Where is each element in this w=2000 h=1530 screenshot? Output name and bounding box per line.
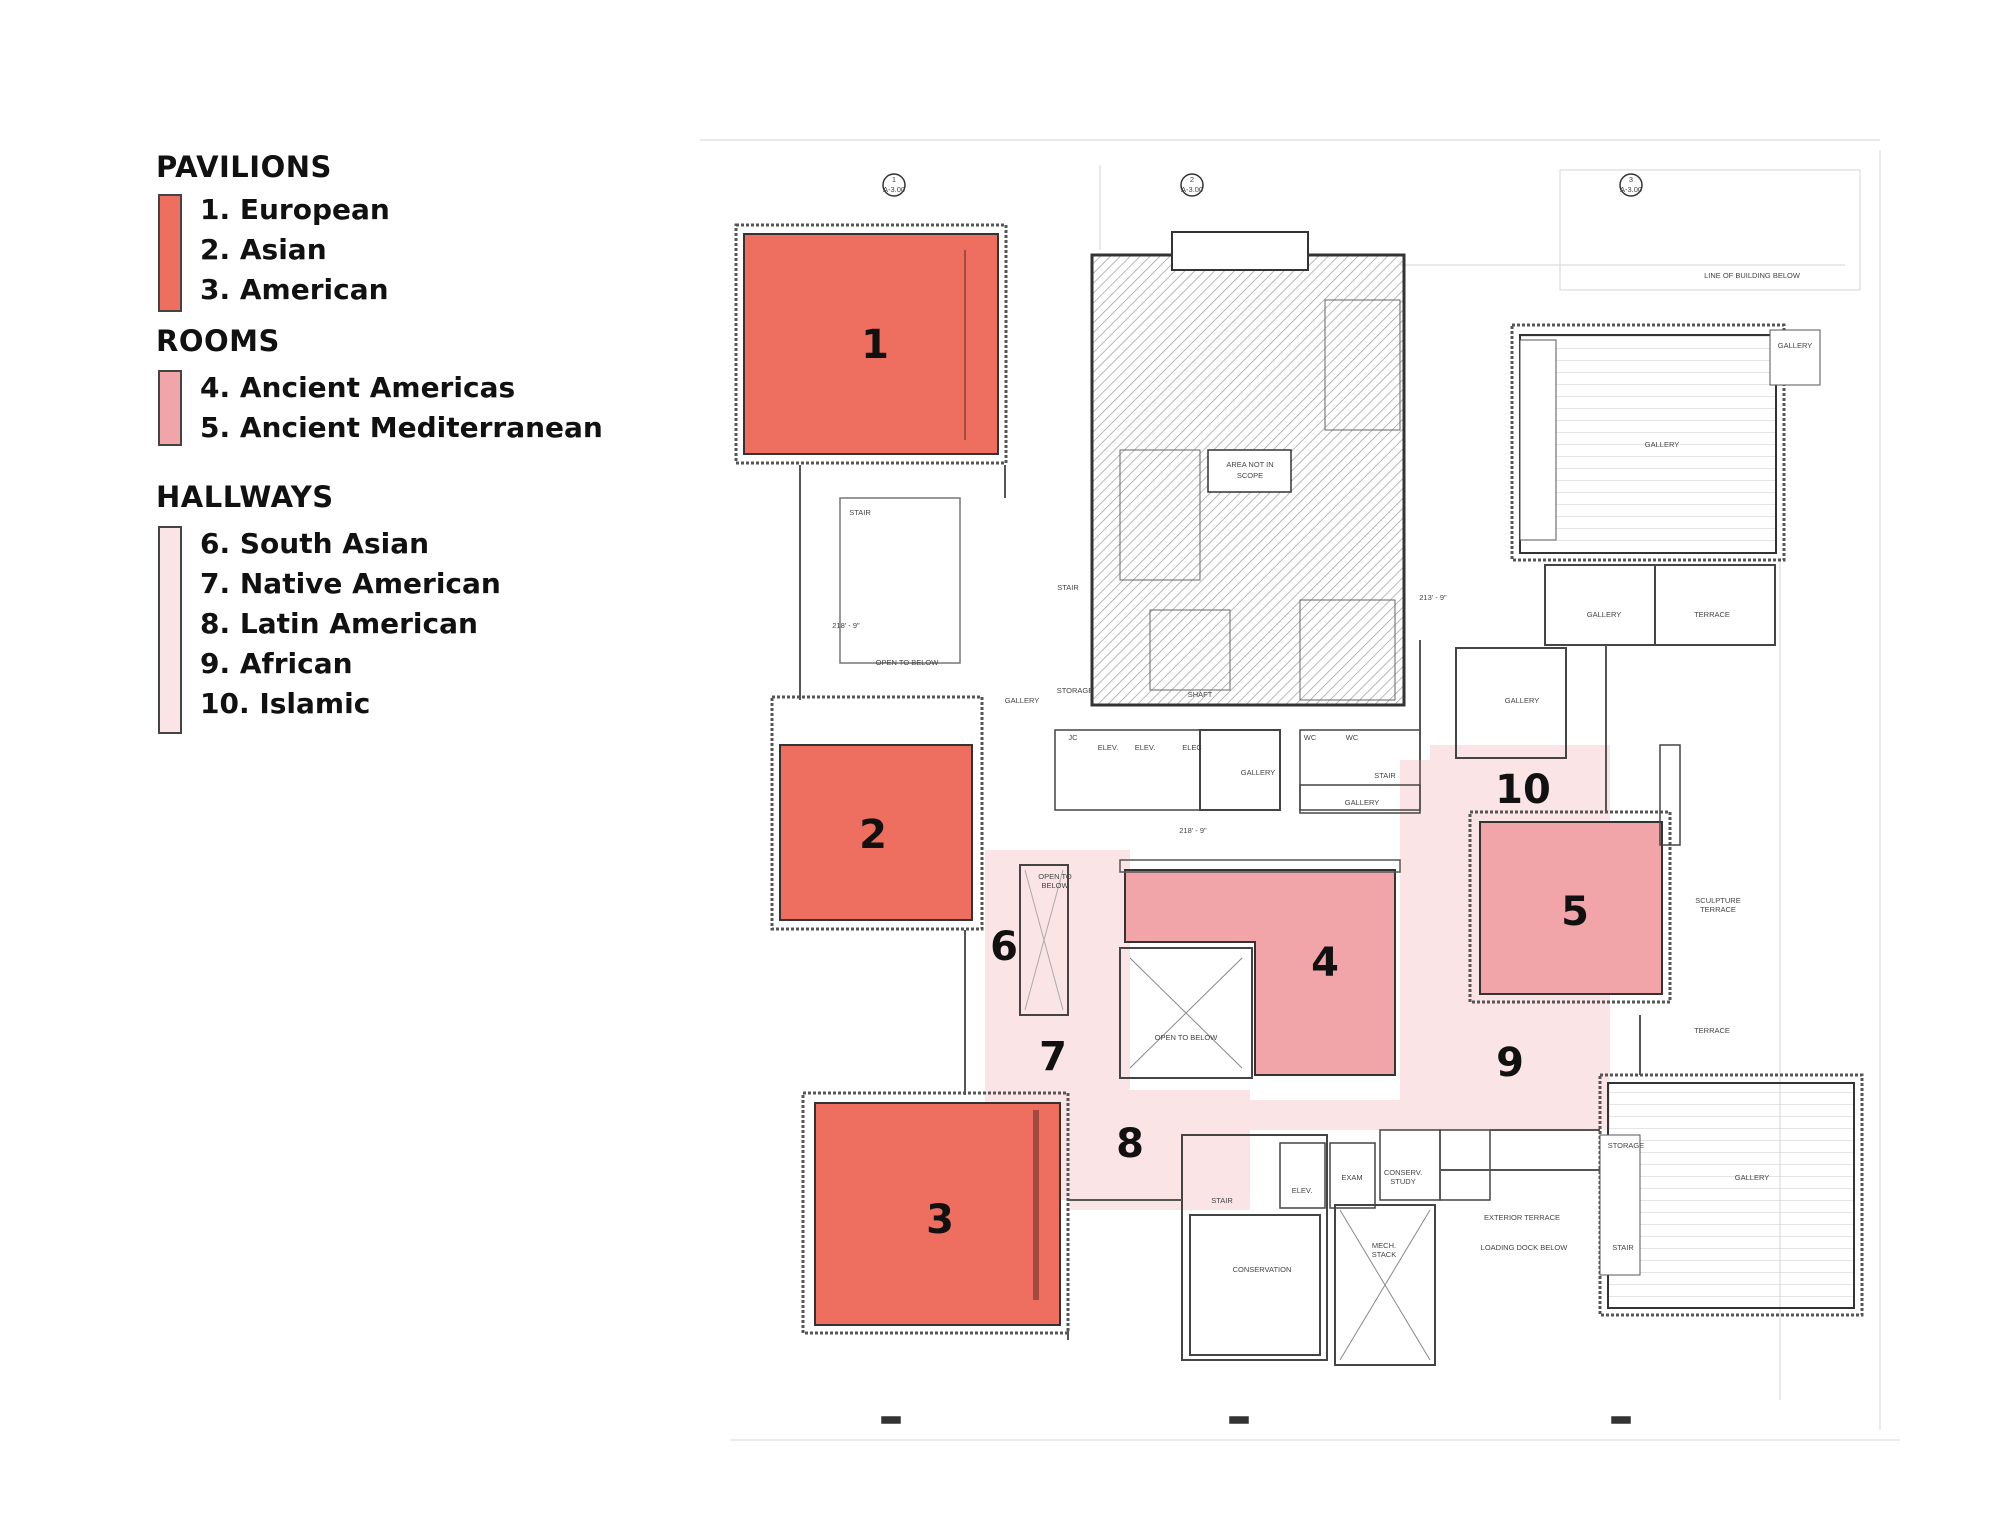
exterior-terrace-label: EXTERIOR TERRACE <box>1484 1213 1560 1222</box>
room-number-9: 9 <box>1496 1040 1524 1086</box>
storage-label: STORAGE <box>1608 1141 1645 1150</box>
pavilion-3-american <box>801 1091 1070 1335</box>
room-number-5: 5 <box>1561 889 1589 935</box>
section-markers: 1 2 3 A-3.00 A-3.00 A-3.00 <box>881 173 1643 1424</box>
gallery-label: GALLERY <box>1778 341 1812 350</box>
mech-stack-label: MECH. <box>1372 1241 1396 1250</box>
loading-dock-label: LOADING DOCK BELOW <box>1481 1243 1569 1252</box>
gallery-label: GALLERY <box>1587 610 1621 619</box>
exam-label: EXAM <box>1341 1173 1362 1182</box>
legend-item: 9. African <box>200 647 353 680</box>
jc-label: JC <box>1068 733 1078 742</box>
legend-group-pavilions: 1. European 2. Asian 3. American <box>156 190 636 312</box>
elec-label: ELEC <box>1182 743 1202 752</box>
room-number-6: 6 <box>990 924 1018 970</box>
mech-stack-label: STACK <box>1372 1250 1396 1259</box>
legend-heading-hallways: HALLWAYS <box>156 480 334 514</box>
legend: PAVILIONS 1. European 2. Asian 3. Americ… <box>156 150 636 734</box>
pavilion-1-european <box>734 223 1008 465</box>
hallway-swatch <box>158 526 182 734</box>
room-number-1: 1 <box>861 322 889 368</box>
gallery-label: GALLERY <box>1345 798 1379 807</box>
room-5-ancient-mediterranean <box>1468 810 1672 1004</box>
section-ref: A-3.00 <box>1620 185 1642 194</box>
stair-label: STAIR <box>1057 583 1079 592</box>
area-not-in-scope <box>1090 231 1406 707</box>
gallery-label: GALLERY <box>1735 1173 1769 1182</box>
line-of-building-label: LINE OF BUILDING BELOW <box>1704 271 1801 280</box>
legend-item: 2. Asian <box>200 233 327 266</box>
stair-label: STAIR <box>849 508 871 517</box>
sculpture-terrace-label: SCULPTURE <box>1695 896 1740 905</box>
terrace-label: TERRACE <box>1694 1026 1730 1035</box>
pavilion-2-asian <box>770 695 984 931</box>
room-4-ancient-americas <box>1119 859 1401 1076</box>
storage-label: STORAGE <box>1057 686 1094 695</box>
legend-group-rooms: 4. Ancient Americas 5. Ancient Mediterra… <box>156 368 636 448</box>
stair-label: STAIR <box>1211 1196 1233 1205</box>
section-ref: A-3.00 <box>883 185 905 194</box>
room-number-7: 7 <box>1039 1034 1067 1080</box>
plan-rooms <box>839 497 1776 1366</box>
stair-label: STAIR <box>1374 771 1396 780</box>
room-swatch <box>158 370 182 446</box>
open-to-below-label: OPEN TO <box>1038 872 1072 881</box>
elev-label: ELEV. <box>1292 1186 1313 1195</box>
pavilion-swatch <box>158 194 182 312</box>
lower-right-gallery <box>1598 1073 1864 1317</box>
legend-item: 8. Latin American <box>200 607 478 640</box>
terrace-label: TERRACE <box>1694 610 1730 619</box>
area-not-in-scope-label: SCOPE <box>1237 471 1263 480</box>
gallery-label: GALLERY <box>1645 440 1679 449</box>
area-not-in-scope-label: AREA NOT IN <box>1226 460 1273 469</box>
legend-heading-pavilions: PAVILIONS <box>156 150 332 184</box>
legend-item: 6. South Asian <box>200 527 430 560</box>
elevation-marker: 218' - 9" <box>1179 826 1207 835</box>
section-number: 3 <box>1629 175 1633 184</box>
elevation-marker: 218' - 9" <box>832 621 860 630</box>
conserv-study-label: CONSERV. <box>1384 1168 1422 1177</box>
open-to-below-label: OPEN TO BELOW <box>1155 1033 1219 1042</box>
open-to-below-label: OPEN TO BELOW <box>876 658 940 667</box>
stair-label: STAIR <box>1612 1243 1634 1252</box>
room-number-4: 4 <box>1311 940 1339 986</box>
building-walls <box>799 465 1641 1340</box>
conservation-label: CONSERVATION <box>1233 1265 1292 1274</box>
room-numbers: 1 2 3 4 5 6 7 8 9 10 <box>859 322 1589 1243</box>
legend-item: 4. Ancient Americas <box>200 371 516 404</box>
plan-annotations: AREA NOT IN SCOPE LINE OF BUILDING BELOW… <box>832 271 1812 1274</box>
legend-item: 1. European <box>200 193 390 226</box>
legend-item: 5. Ancient Mediterranean <box>200 411 603 444</box>
room-number-2: 2 <box>859 812 887 858</box>
legend-group-hallways: 6. South Asian 7. Native American 8. Lat… <box>156 524 636 734</box>
wc-label: WC <box>1346 733 1359 742</box>
gallery-label: GALLERY <box>1241 768 1275 777</box>
legend-item: 10. Islamic <box>200 687 371 720</box>
upper-right-gallery <box>1510 323 1821 562</box>
gallery-label: GALLERY <box>1005 696 1039 705</box>
room-number-3: 3 <box>926 1197 954 1243</box>
sculpture-terrace-label: TERRACE <box>1700 905 1736 914</box>
section-number: 1 <box>892 175 896 184</box>
room-number-8: 8 <box>1116 1121 1144 1167</box>
conserv-study-label: STUDY <box>1390 1177 1415 1186</box>
elevation-marker: 213' - 9" <box>1419 593 1447 602</box>
elev-label: ELEV. <box>1135 743 1156 752</box>
legend-item: 7. Native American <box>200 567 501 600</box>
legend-item: 3. American <box>200 273 389 306</box>
legend-heading-rooms: ROOMS <box>156 324 280 358</box>
shaft-label: SHAFT <box>1188 690 1213 699</box>
gallery-label: GALLERY <box>1505 696 1539 705</box>
wc-label: WC <box>1304 733 1317 742</box>
open-to-below-label: BELOW <box>1041 881 1069 890</box>
section-ref: A-3.00 <box>1181 185 1203 194</box>
room-number-10: 10 <box>1495 767 1551 813</box>
section-number: 2 <box>1190 175 1194 184</box>
elev-label: ELEV. <box>1098 743 1119 752</box>
